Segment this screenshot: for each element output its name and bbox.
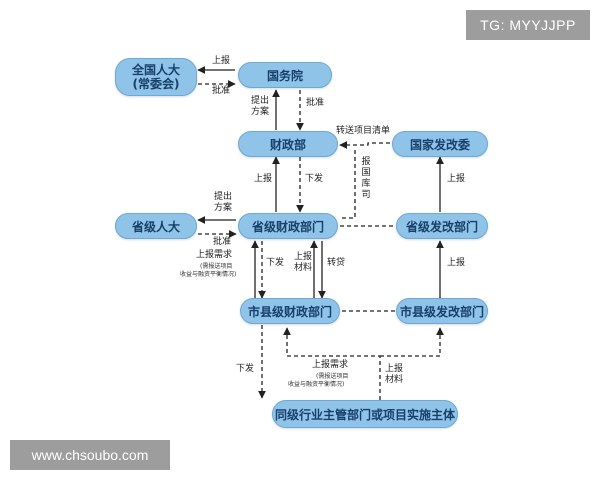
node-npc-national-line1: 全国人大 [131,63,180,77]
node-provincial-ndrc-label: 省级发改部门 [405,219,478,234]
label-report-demand-entity: 上报需求 [312,360,349,370]
node-mof: 财政部 [238,131,338,157]
label-approve-npc: 批准 [212,86,231,96]
node-provincial-congress: 省级人大 [115,213,197,239]
arrow-entity-to-cityfin [283,327,381,400]
label-report-treasury: 报国库司 [361,157,371,200]
node-project-entity: 同级行业主管部门或项目实施主体 [272,400,458,428]
node-mof-label: 财政部 [269,137,306,152]
node-ndrc-label: 国家发改委 [409,137,470,152]
node-provincial-finance-label: 省级财政部门 [251,219,324,234]
label-demand-note-prov-1: (需报送项目 [200,263,233,270]
line-treasury [340,150,356,219]
label-approve-prov: 批准 [213,237,232,247]
node-city-ndrc-label: 市县级发改部门 [399,304,484,319]
label-issue-entity: 下发 [236,364,255,374]
watermark-telegram: TG: MYYJJPP [466,10,590,40]
node-state-council: 国务院 [238,62,332,88]
watermark-telegram-text: TG: MYYJJPP [480,17,576,33]
label-demand-note-entity-1: (需报送项目 [316,373,349,380]
label-issue-mof: 下发 [305,174,324,184]
label-propose-mof: 提出方案 [250,96,269,117]
node-ndrc: 国家发改委 [392,131,488,157]
node-city-finance-label: 市县级财政部门 [247,304,332,319]
node-provincial-ndrc: 省级发改部门 [396,213,488,239]
label-demand-note-entity-2: 收益与融资平衡情况) [288,381,345,388]
node-project-entity-label: 同级行业主管部门或项目实施主体 [274,407,455,422]
node-state-council-label: 国务院 [266,68,303,83]
arrow-transfer-list [339,141,390,149]
node-city-finance: 市县级财政部门 [240,298,340,324]
label-approve-mof: 批准 [306,98,325,108]
node-npc-national-line2: (常委会) [132,77,180,91]
label-report-demand-prov: 上报需求 [196,250,233,260]
label-materials-entity: 上报材料 [384,364,403,385]
label-report-up-provndrc: 上报 [447,258,466,268]
label-report-up-npc: 上报 [212,56,231,66]
label-materials-prov: 上报材料 [293,252,312,273]
label-demand-note-prov-2: 收益与融资平衡情况) [180,271,237,278]
node-city-ndrc: 市县级发改部门 [396,298,488,324]
watermark-site-text: www.chsoubo.com [31,447,149,463]
arrow-entity-to-cityndrc [380,327,444,357]
label-issue-city: 下发 [266,258,285,268]
node-provincial-finance: 省级财政部门 [238,213,338,239]
label-onlend: 转贷 [327,258,346,268]
label-propose-prov: 提出方案 [213,192,232,213]
label-transfer-list: 转送项目清单 [336,126,391,136]
watermark-site: www.chsoubo.com [10,440,170,470]
label-report-up-mof: 上报 [254,174,273,184]
node-provincial-congress-label: 省级人大 [131,219,180,234]
node-npc-national: 全国人大 (常委会) [115,58,197,96]
label-report-up-ndrc: 上报 [447,174,466,184]
